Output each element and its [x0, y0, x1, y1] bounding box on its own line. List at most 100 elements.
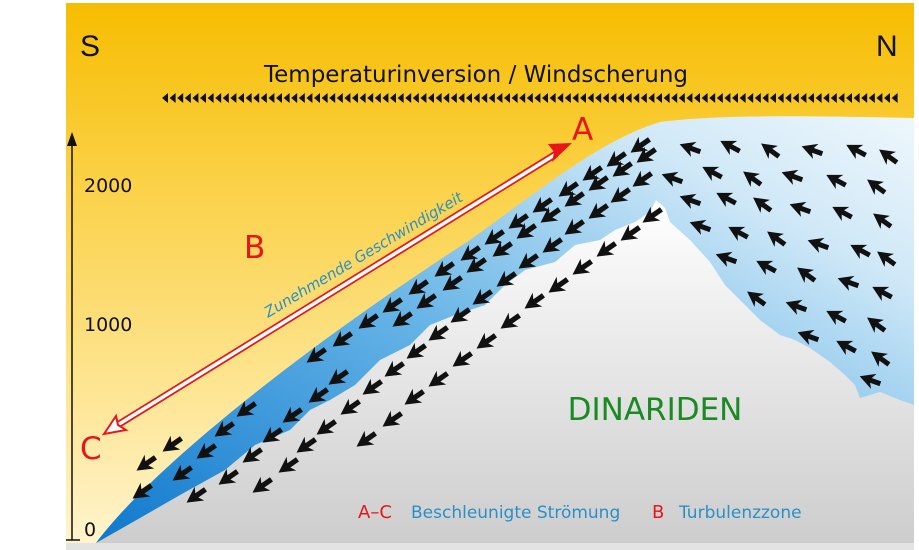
flow-arrow-icon — [610, 186, 631, 203]
shear-chevron-icon — [481, 93, 488, 103]
flow-arrow-icon — [186, 486, 207, 503]
shear-chevron-icon — [564, 93, 571, 103]
flow-arrow-icon — [196, 442, 217, 459]
shear-chevron-icon — [876, 93, 883, 103]
bottom-strip — [66, 543, 914, 550]
flow-arrow-icon — [564, 218, 585, 235]
flow-arrow-icon — [406, 342, 427, 359]
flow-arrow-icon — [384, 360, 405, 377]
marker-c: C — [80, 431, 102, 467]
shear-chevron-icon — [663, 93, 670, 103]
shear-chevron-icon — [359, 93, 366, 103]
flow-arrow-icon — [472, 288, 493, 305]
flow-arrow-icon — [859, 373, 882, 389]
flow-arrow-icon — [588, 202, 609, 219]
flow-arrow-icon — [332, 330, 353, 347]
shear-chevron-icon — [374, 93, 381, 103]
shear-chevron-icon — [245, 93, 252, 103]
shear-chevron-icon — [542, 93, 548, 103]
shear-chevron-icon — [618, 93, 624, 103]
flow-arrow-icon — [781, 169, 804, 185]
flow-arrow-icon — [596, 240, 617, 257]
flow-arrow-icon — [832, 206, 853, 221]
acceleration-arrowhead-top-icon — [548, 143, 572, 162]
flow-arrow-icon — [262, 426, 283, 443]
diagram-title: Temperaturinversion / Windscherung — [263, 62, 688, 88]
flow-arrow-icon — [428, 324, 449, 341]
flow-arrow-icon — [636, 146, 657, 163]
flow-arrow-icon — [172, 464, 193, 481]
shear-chevron-icon — [709, 93, 716, 103]
shear-chevron-icon — [162, 93, 168, 103]
flow-arrow-icon — [720, 140, 741, 155]
shear-chevron-icon — [496, 93, 503, 103]
flow-arrow-icon — [753, 197, 773, 213]
shear-chevron-icon — [352, 93, 358, 103]
shear-chevron-icon — [792, 93, 799, 103]
shear-chevron-icon — [557, 93, 564, 103]
shear-chevron-icon — [625, 93, 632, 103]
shear-chevron-icon — [428, 93, 434, 103]
marker-b: B — [244, 230, 265, 266]
flow-arrow-icon — [466, 256, 487, 273]
shear-chevron-icon — [861, 93, 868, 103]
flow-arrow-icon — [728, 226, 749, 241]
shear-chevron-icon — [200, 93, 206, 103]
legend-ac-key: A–C — [358, 502, 392, 523]
shear-chevron-icon — [420, 93, 427, 103]
acceleration-arrowhead-bottom-icon — [101, 413, 129, 436]
flow-arrow-icon — [867, 317, 887, 333]
flow-arrow-icon — [716, 192, 737, 207]
mountain-label: DINARIDEN — [568, 392, 743, 428]
shear-chevron-icon — [511, 93, 518, 103]
flow-arrow-icon — [492, 240, 513, 257]
acceleration-line — [114, 151, 558, 429]
shear-chevron-icon — [412, 93, 419, 103]
flow-arrow-icon — [548, 276, 569, 293]
shear-chevron-icon — [473, 93, 480, 103]
flow-arrow-icon — [214, 420, 235, 437]
shear-chevron-icon — [222, 93, 229, 103]
flow-arrow-icon — [789, 201, 812, 217]
shear-chevron-icon — [184, 93, 191, 103]
legend-ac-text: Beschleunigte Strömung — [411, 503, 620, 523]
shear-chevron-icon — [298, 93, 305, 103]
flow-arrow-icon — [516, 222, 537, 239]
axis-tick-1000: 1000 — [84, 314, 132, 336]
flow-arrow-icon — [460, 244, 481, 261]
shear-chevron-icon — [602, 93, 609, 103]
flow-arrow-icon — [236, 400, 257, 417]
shear-chevron-icon — [177, 93, 184, 103]
flow-arrow-icon — [508, 212, 529, 229]
flow-arrow-icon — [558, 180, 579, 197]
flow-arrow-icon — [278, 456, 299, 473]
flow-arrow-icon — [382, 296, 403, 313]
flow-arrow-icon — [242, 446, 263, 463]
flow-arrow-icon — [316, 418, 337, 435]
flow-arrow-icon — [428, 370, 449, 387]
shear-chevron-icon — [732, 93, 738, 103]
shear-chevron-icon — [830, 93, 837, 103]
flow-arrow-icon — [807, 237, 830, 253]
flow-arrow-icon — [356, 430, 377, 447]
flow-arrow-icon — [826, 310, 847, 325]
shear-chevron-icon — [283, 93, 290, 103]
shear-chevron-icon — [336, 93, 343, 103]
flow-arrow-icon — [747, 291, 767, 307]
shear-chevron-icon — [671, 93, 678, 103]
flow-arrow-icon — [801, 143, 824, 159]
shear-chevron-icon — [321, 93, 328, 103]
shear-chevron-icon — [572, 93, 579, 103]
shear-chevron-icon — [701, 93, 708, 103]
flow-arrow-icon — [136, 454, 157, 471]
flow-arrow-icon — [484, 228, 505, 245]
shear-chevron-icon — [238, 93, 244, 103]
flow-arrow-icon — [879, 149, 899, 165]
shear-chevron-icon — [853, 93, 860, 103]
shear-chevron-icon — [519, 93, 526, 103]
shear-chevron-icon — [762, 93, 769, 103]
flow-arrow-icon — [702, 166, 723, 181]
flow-arrow-icon — [542, 236, 563, 253]
flow-arrow-icon — [452, 350, 473, 367]
